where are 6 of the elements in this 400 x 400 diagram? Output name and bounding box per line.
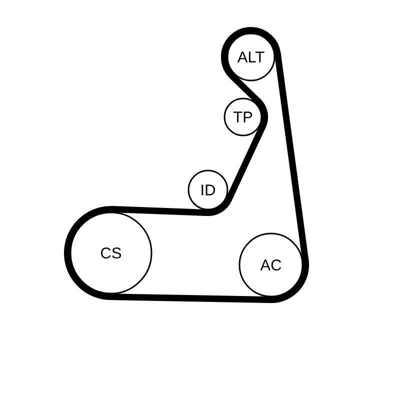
pulley: ALT: [226, 32, 276, 82]
pulley: ID: [188, 170, 228, 210]
pulley: TP: [224, 98, 262, 136]
belt: [228, 72, 262, 105]
pulley: AC: [238, 232, 304, 298]
pulley: CS: [70, 212, 152, 294]
